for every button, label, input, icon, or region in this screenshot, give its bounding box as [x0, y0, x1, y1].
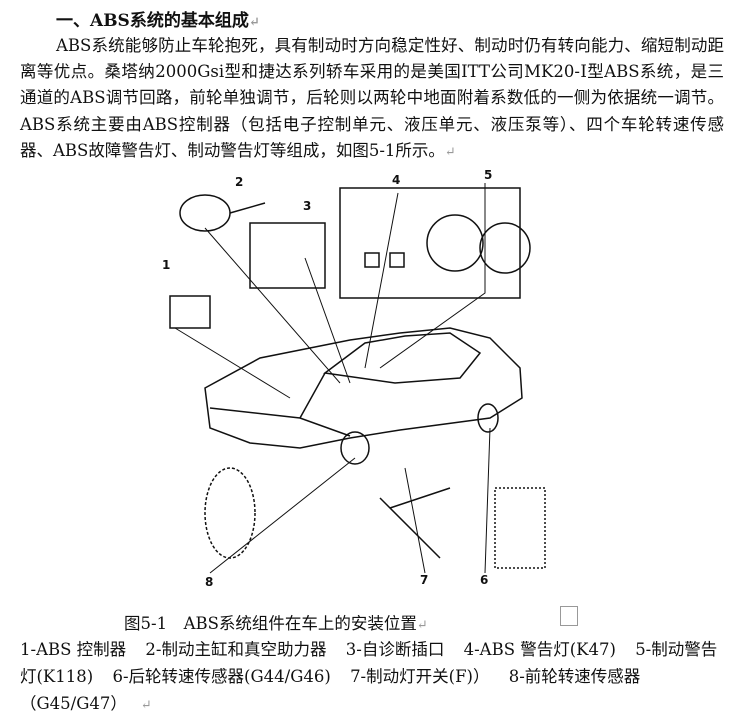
figure-legend: 1-ABS 控制器 2-制动主缸和真空助力器 3-自诊断插口 4-ABS 警告灯…: [20, 640, 718, 713]
legend-item: 6-后轮转速传感器(G44/G46): [112, 667, 331, 686]
legend-item: 3-自诊断插口: [345, 640, 445, 659]
dashboard-inset: [339, 187, 521, 299]
paragraph-mark: ↵: [444, 144, 456, 160]
callout-8: 8: [205, 575, 213, 589]
legend-item: 8-前轮转速传感器（G45/G47）: [20, 667, 641, 713]
legend-item: 1-ABS 控制器: [20, 640, 127, 659]
car-body: [204, 327, 523, 449]
callout-4: 4: [392, 173, 400, 187]
abs-components-figure: 1 2 3 4 5 6 7 8: [162, 168, 546, 589]
callout-2: 2: [235, 175, 243, 189]
legend-item: 5-制动警告灯(K118): [20, 640, 718, 686]
rear-speed-sensor: [494, 487, 546, 569]
callout-7: 7: [420, 573, 428, 587]
placeholder-box: [560, 606, 578, 626]
section-heading: 一、ABS系统的基本组成↵: [56, 11, 260, 31]
figure-caption: 图5-1 ABS系统组件在车上的安装位置↵: [124, 614, 428, 633]
callout-3: 3: [303, 199, 311, 213]
rear-wheel: [477, 403, 499, 433]
callout-6: 6: [480, 573, 488, 587]
master-cylinder: [179, 194, 231, 232]
brake-light-switch: [379, 487, 451, 559]
front-wheel: [340, 431, 370, 465]
diagnostic-connector: [249, 222, 326, 289]
legend-item: 7-制动灯开关(F)）: [350, 667, 490, 686]
legend-item: 4-ABS 警告灯(K47): [463, 640, 616, 659]
callout-1: 1: [162, 258, 170, 272]
body-paragraph: ABS系统能够防止车轮抱死，具有制动时方向稳定性好、制动时仍有转向能力、缩短制动…: [20, 36, 724, 160]
legend-item: 2-制动主缸和真空助力器: [145, 640, 327, 659]
paragraph-mark: ↵: [248, 15, 260, 30]
front-speed-sensor: [204, 467, 256, 559]
abs-controller: [169, 295, 211, 329]
car-roof: [323, 332, 482, 384]
callout-5: 5: [484, 168, 492, 182]
